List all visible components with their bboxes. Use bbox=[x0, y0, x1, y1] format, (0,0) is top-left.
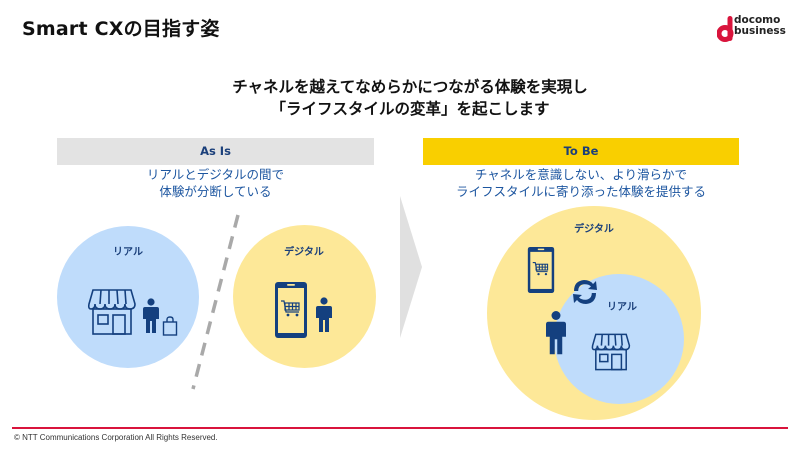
docomo-d-icon bbox=[717, 16, 734, 42]
smartphone-cart-icon bbox=[275, 282, 307, 338]
as-is-real-circle bbox=[57, 226, 199, 368]
shopping-bag-icon bbox=[162, 316, 178, 336]
as-is-description: リアルとデジタルの間で 体験が分断している bbox=[57, 166, 374, 200]
to-be-real-label: リアル bbox=[607, 302, 637, 313]
footer-divider bbox=[12, 427, 788, 429]
logo-text-docomo: docomo bbox=[734, 14, 781, 26]
as-is-digital-label: デジタル bbox=[284, 247, 324, 258]
sync-arrows-icon bbox=[573, 280, 597, 304]
to-be-description-line-2: ライフスタイルに寄り添った体験を提供する bbox=[455, 184, 706, 199]
to-be-description-line-1: チャネルを意識しない、より滑らかで bbox=[474, 167, 688, 182]
person-icon bbox=[316, 297, 332, 332]
divider-dashed-line bbox=[191, 214, 240, 390]
to-be-digital-circle bbox=[487, 206, 701, 420]
page-title: Smart CXの目指す姿 bbox=[22, 18, 220, 40]
headline: チャネルを越えてなめらかにつながる体験を実現し 「ライフスタイルの変革」を起こし… bbox=[0, 76, 800, 120]
person-icon bbox=[143, 298, 159, 333]
smartphone-cart-icon bbox=[527, 246, 555, 294]
as-is-header-bar: As Is bbox=[57, 138, 374, 165]
person-icon bbox=[546, 311, 566, 355]
to-be-digital-label: デジタル bbox=[574, 224, 614, 235]
store-icon bbox=[591, 333, 631, 371]
store-icon bbox=[87, 289, 136, 335]
as-is-description-line-2: 体験が分断している bbox=[159, 184, 272, 199]
copyright-text: © NTT Communications Corporation All Rig… bbox=[14, 433, 218, 442]
as-is-description-line-1: リアルとデジタルの間で bbox=[146, 167, 285, 182]
to-be-header-bar: To Be bbox=[423, 138, 739, 165]
as-is-real-label: リアル bbox=[113, 247, 143, 258]
headline-line-1: チャネルを越えてなめらかにつながる体験を実現し bbox=[232, 78, 588, 96]
logo-text-business: business bbox=[734, 25, 786, 37]
headline-line-2: 「ライフスタイルの変革」を起こします bbox=[270, 100, 550, 118]
chevron-right-arrow bbox=[400, 196, 422, 338]
to-be-description: チャネルを意識しない、より滑らかで ライフスタイルに寄り添った体験を提供する bbox=[423, 166, 739, 200]
docomo-business-logo: docomo business bbox=[717, 14, 797, 48]
